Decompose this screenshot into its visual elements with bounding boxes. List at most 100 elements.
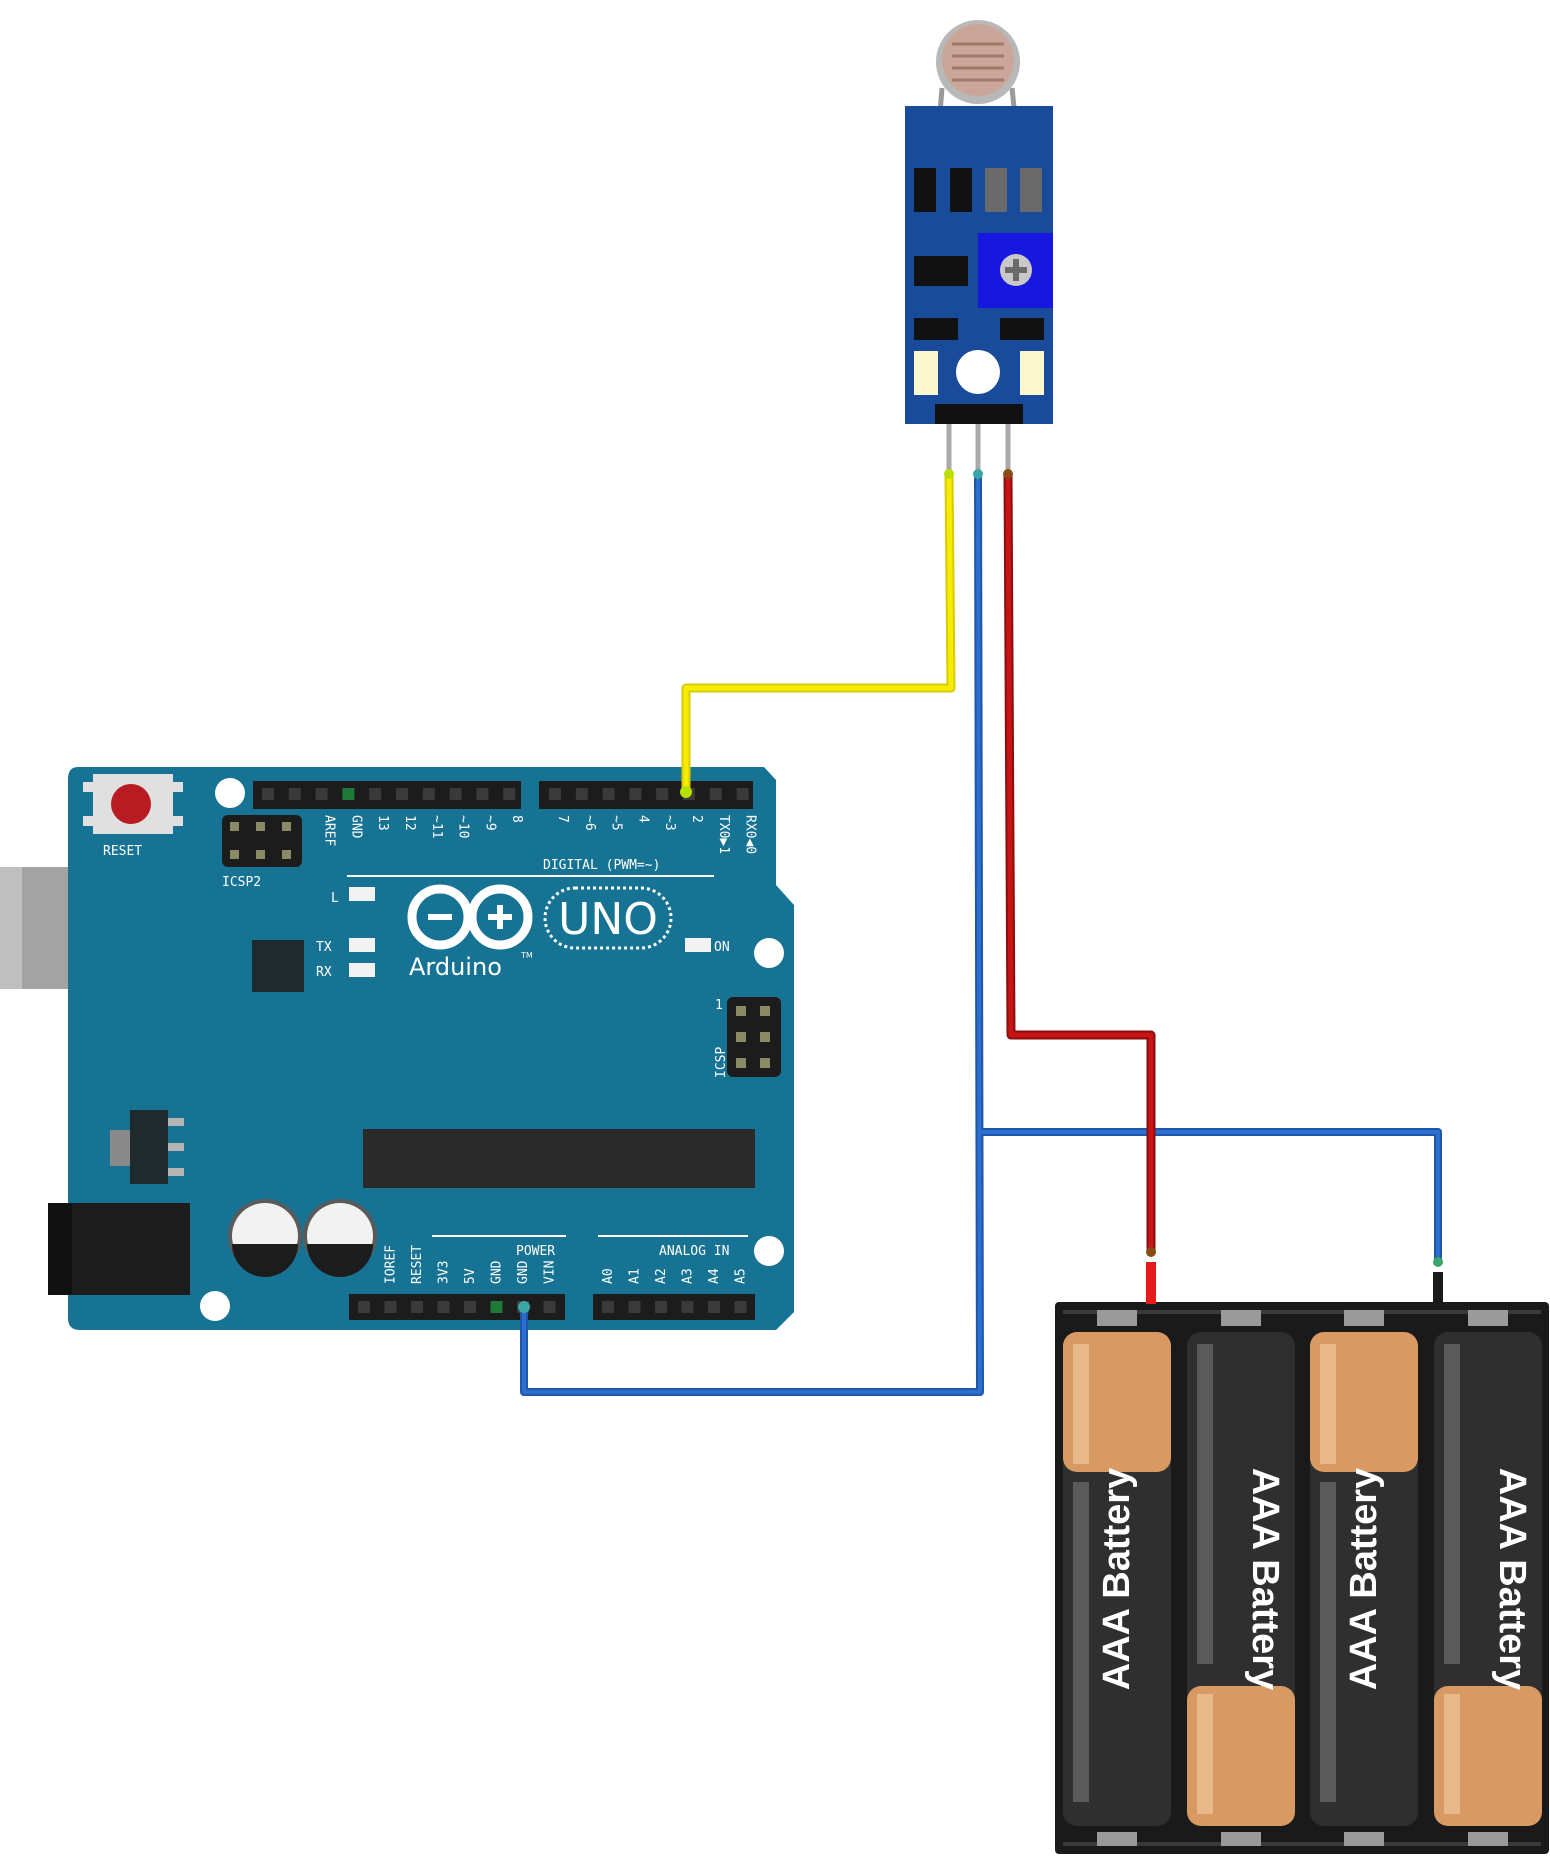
mounting-hole xyxy=(200,1291,230,1321)
analog-pin-label: A5 xyxy=(734,1268,749,1284)
digital-pin-label: 12 xyxy=(402,815,417,831)
header-pin xyxy=(734,1301,747,1313)
header-pin xyxy=(358,1301,370,1313)
header-pin xyxy=(315,788,328,800)
analog-pin-label: A2 xyxy=(654,1268,669,1284)
analog-pin-label: A3 xyxy=(681,1268,696,1284)
icsp2-label: ICSP2 xyxy=(222,875,261,890)
trademark-label: TM xyxy=(520,951,533,960)
aaa-battery-cell: AAA Battery xyxy=(1063,1310,1171,1846)
icsp-header xyxy=(727,997,781,1077)
power-pin-label: 5V xyxy=(463,1268,478,1284)
model-label: UNO xyxy=(558,894,658,945)
aaa-battery-cell: AAA Battery xyxy=(1434,1310,1542,1846)
header-pin xyxy=(262,788,274,800)
icsp2-header xyxy=(222,815,302,867)
led-rx-label: RX xyxy=(316,965,332,980)
mounting-hole xyxy=(754,938,784,968)
mounting-hole xyxy=(215,778,245,808)
ground-wire-blue xyxy=(522,473,982,1394)
light-sensor-module xyxy=(905,20,1053,470)
header-pin xyxy=(736,788,749,800)
header-pin xyxy=(288,788,301,800)
analog-pin-label: A0 xyxy=(601,1268,616,1284)
led-l-label: L xyxy=(331,891,339,906)
digital-label: DIGITAL (PWM=~) xyxy=(543,858,660,873)
voltage-regulator xyxy=(110,1110,184,1184)
potentiometer-icon xyxy=(978,233,1053,308)
sensor-led xyxy=(1020,351,1044,395)
digital-pin-label: ~5 xyxy=(609,815,624,831)
header-pin xyxy=(437,1301,450,1313)
mounting-hole xyxy=(754,1236,784,1266)
capacitor xyxy=(228,1199,302,1277)
led-tx xyxy=(349,938,375,952)
header-pin xyxy=(422,788,435,800)
digital-pin-label: ~10 xyxy=(456,815,471,838)
battery-positive-lead xyxy=(1146,1262,1156,1304)
battery-label: AAA Battery xyxy=(1244,1468,1286,1690)
power-pin-label: 3V3 xyxy=(437,1261,452,1284)
header-pin xyxy=(655,1301,667,1313)
digital-pin-label: 2 xyxy=(689,815,704,823)
battery-label: AAA Battery xyxy=(1491,1468,1533,1690)
digital-pin-label: 13 xyxy=(375,815,390,831)
atmega-microcontroller xyxy=(363,1129,755,1188)
power-pin-label: RESET xyxy=(410,1245,425,1284)
icsp-label: ICSP xyxy=(714,1047,729,1078)
led-rx xyxy=(349,963,375,977)
battery-negative-lead xyxy=(1433,1272,1443,1304)
header-pin xyxy=(476,788,489,800)
header-pin xyxy=(411,1301,423,1313)
battery-holder xyxy=(1055,1302,1549,1854)
analog-pin-label: A1 xyxy=(628,1268,643,1284)
header-pin xyxy=(709,788,722,800)
analog-pin-label: A4 xyxy=(707,1268,722,1284)
digital-pin-label: TX0▶1 xyxy=(716,815,731,854)
board-pcb xyxy=(68,767,794,1330)
usb-interface-chip xyxy=(252,940,304,992)
analog-label: ANALOG IN xyxy=(659,1244,729,1259)
digital-pin-label: GND xyxy=(348,815,363,839)
header-pin xyxy=(464,1301,476,1313)
header-pin xyxy=(369,788,382,800)
sensor-led xyxy=(914,351,938,395)
header-pin xyxy=(396,788,408,800)
digital-pin-label: ~6 xyxy=(582,815,597,831)
reset-label: RESET xyxy=(103,844,142,859)
aaa-battery-cell: AAA Battery xyxy=(1187,1310,1295,1846)
digital-pin-label: ~3 xyxy=(662,815,677,831)
header-pin xyxy=(384,1301,397,1313)
digital-pin-label: ~11 xyxy=(429,815,444,838)
analog-header xyxy=(593,1294,755,1320)
wires xyxy=(518,469,1443,1396)
digital-pin-label: ~9 xyxy=(482,815,497,831)
header-pin xyxy=(629,788,642,800)
header-pin xyxy=(656,788,669,800)
header-pin xyxy=(602,1301,614,1313)
sensor-mounting-hole xyxy=(956,350,1000,394)
signal-wire-yellow xyxy=(683,473,954,792)
header-pin xyxy=(575,788,588,800)
digital-pin-label: 4 xyxy=(635,815,650,823)
ground-wire-blue-battery xyxy=(981,1130,1440,1262)
led-l xyxy=(349,887,375,901)
header-pin xyxy=(342,788,355,800)
sensor-pin-header xyxy=(935,404,1023,424)
capacitor xyxy=(303,1199,377,1277)
digital-pin-label: 8 xyxy=(509,815,524,823)
power-header xyxy=(349,1294,565,1320)
battery-label: AAA Battery xyxy=(1096,1468,1138,1690)
header-pin xyxy=(490,1301,503,1313)
header-pin xyxy=(449,788,462,800)
digital-pin-label: 7 xyxy=(555,815,570,823)
uno-badge xyxy=(543,886,673,950)
led-on-label: ON xyxy=(714,940,730,955)
header-pin xyxy=(543,1301,556,1313)
power-wire-red xyxy=(1005,473,1154,1252)
header-pin xyxy=(602,788,615,800)
reset-button xyxy=(83,774,183,834)
power-pin-label: IOREF xyxy=(384,1245,399,1284)
